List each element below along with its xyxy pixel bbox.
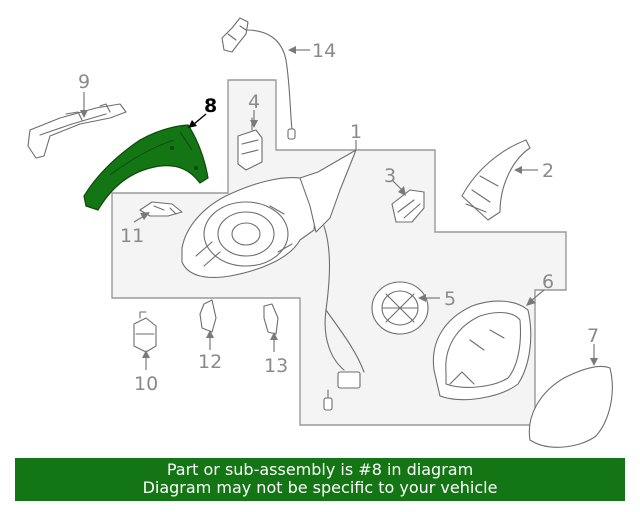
callout-3: 3 [384, 165, 396, 187]
callout-13: 13 [264, 355, 288, 377]
part-2-trim[interactable] [461, 139, 531, 221]
callout-12: 12 [198, 351, 222, 373]
callout-11: 11 [120, 225, 144, 247]
part-9-turn-signal-lamp[interactable] [27, 103, 127, 159]
callout-7: 7 [587, 325, 599, 347]
part-13-clip[interactable] [263, 303, 279, 335]
callout-1: 1 [350, 121, 362, 143]
callout-6: 6 [542, 271, 554, 293]
part-notice-banner: Part or sub-assembly is #8 in diagram Di… [15, 458, 625, 501]
part-10-connector[interactable] [133, 311, 157, 353]
leader-lines [80, 46, 598, 370]
callout-14: 14 [312, 40, 336, 62]
parts-diagram: 1 2 3 4 5 6 7 8 9 10 11 12 13 14 [27, 17, 613, 448]
part-12-clip[interactable] [199, 299, 217, 333]
part-7-mirror-glass[interactable] [528, 365, 613, 448]
callout-2: 2 [542, 160, 554, 182]
callout-4: 4 [248, 91, 260, 113]
banner-line-2: Diagram may not be specific to your vehi… [142, 478, 498, 497]
callout-9: 9 [78, 71, 90, 93]
part-14-wiring-harness[interactable] [221, 17, 296, 140]
callout-8: 8 [204, 95, 217, 117]
part-3-clip[interactable] [391, 189, 425, 223]
part-11-bracket[interactable] [139, 201, 183, 217]
callout-5: 5 [444, 288, 456, 310]
callout-10: 10 [134, 373, 158, 395]
part-1-mirror-assembly[interactable] [181, 149, 365, 411]
part-6-mirror-housing[interactable] [432, 300, 532, 401]
part-5-actuator[interactable] [371, 281, 429, 335]
banner-line-1: Part or sub-assembly is #8 in diagram [166, 460, 474, 479]
part-8-mirror-cover[interactable] [83, 124, 209, 211]
